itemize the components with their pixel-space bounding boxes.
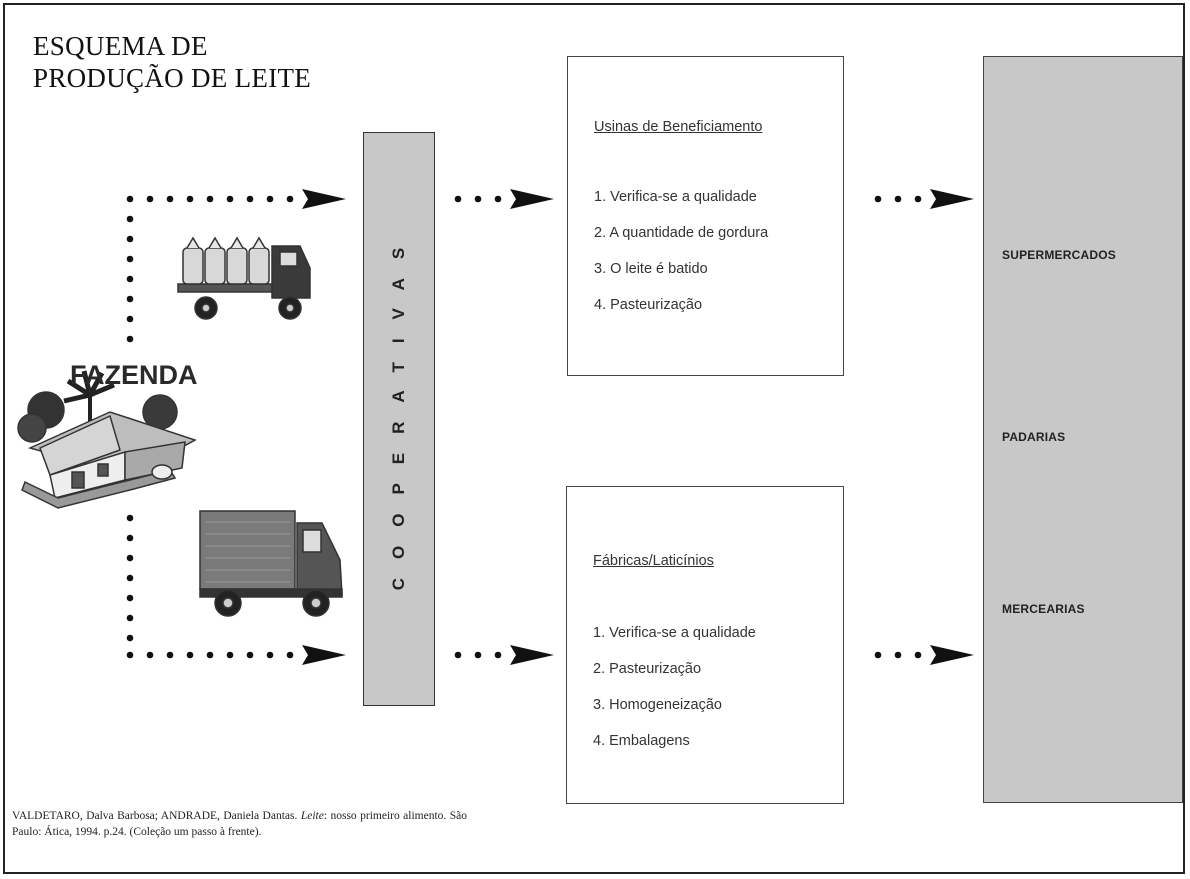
arrowheads — [302, 189, 974, 665]
milk-truck-icon — [177, 236, 311, 320]
factories-box: Fábricas/Laticínios 1. Verifica-se a qua… — [566, 486, 844, 804]
citation-book-title: Leite — [300, 810, 324, 822]
processing-step-1: 1. Verifica-se a qualidade — [594, 189, 757, 205]
processing-step-2: 2. A quantidade de gordura — [594, 225, 769, 241]
processing-plants-box: Usinas de Beneficiamento 1. Verifica-se … — [567, 56, 844, 376]
farm-label: FAZENDA — [70, 360, 198, 390]
delivery-truck-icon — [199, 510, 343, 617]
arrowhead-coop-bottom — [510, 645, 554, 665]
factory-step-2: 2. Pasteurização — [593, 661, 702, 677]
title-line-2: PRODUÇÃO DE LEITE — [33, 63, 312, 93]
retailer-bakeries: PADARIAS — [1002, 430, 1066, 444]
cooperatives-panel: COOPERATIVAS — [363, 132, 435, 706]
arrowhead-plant-bottom — [930, 645, 974, 665]
bottom-farm-dots — [126, 651, 294, 659]
arrowhead-plant-top — [930, 189, 974, 209]
citation-authors: VALDETARO, Dalva Barbosa; ANDRADE, Danie… — [12, 810, 301, 822]
arrowhead-coop-top — [510, 189, 554, 209]
factory-step-1: 1. Verifica-se a qualidade — [593, 625, 756, 641]
arrowhead-farm-top — [302, 189, 346, 209]
retailers-panel: SUPERMERCADOS PADARIAS MERCEARIAS — [983, 56, 1183, 803]
factory-step-4: 4. Embalagens — [593, 733, 690, 749]
title-line-1: ESQUEMA DE — [33, 31, 208, 61]
factory-step-3: 3. Homogeneização — [593, 697, 722, 713]
citation-details: : nosso primeiro alimento. São Paulo: Át… — [12, 810, 467, 838]
top-farm-dots — [126, 195, 294, 203]
retailer-supermarkets: SUPERMERCADOS — [1002, 248, 1116, 262]
source-citation: VALDETARO, Dalva Barbosa; ANDRADE, Danie… — [12, 808, 467, 840]
left-vertical-dots-top — [126, 215, 134, 343]
processing-step-4: 4. Pasteurização — [594, 297, 703, 313]
dotted-connectors — [126, 195, 922, 659]
factories-title: Fábricas/Laticínios — [593, 553, 714, 569]
farm-house-icon — [17, 370, 197, 509]
processing-plants-title: Usinas de Beneficiamento — [594, 119, 763, 135]
left-vertical-dots-bottom — [126, 514, 134, 642]
arrowhead-farm-bottom — [302, 645, 346, 665]
cooperatives-label: COOPERATIVAS — [389, 228, 408, 591]
retailer-grocery-stores: MERCEARIAS — [1002, 602, 1085, 616]
diagram-title: ESQUEMA DE PRODUÇÃO DE LEITE — [33, 30, 311, 94]
processing-step-3: 3. O leite é batido — [594, 261, 708, 277]
